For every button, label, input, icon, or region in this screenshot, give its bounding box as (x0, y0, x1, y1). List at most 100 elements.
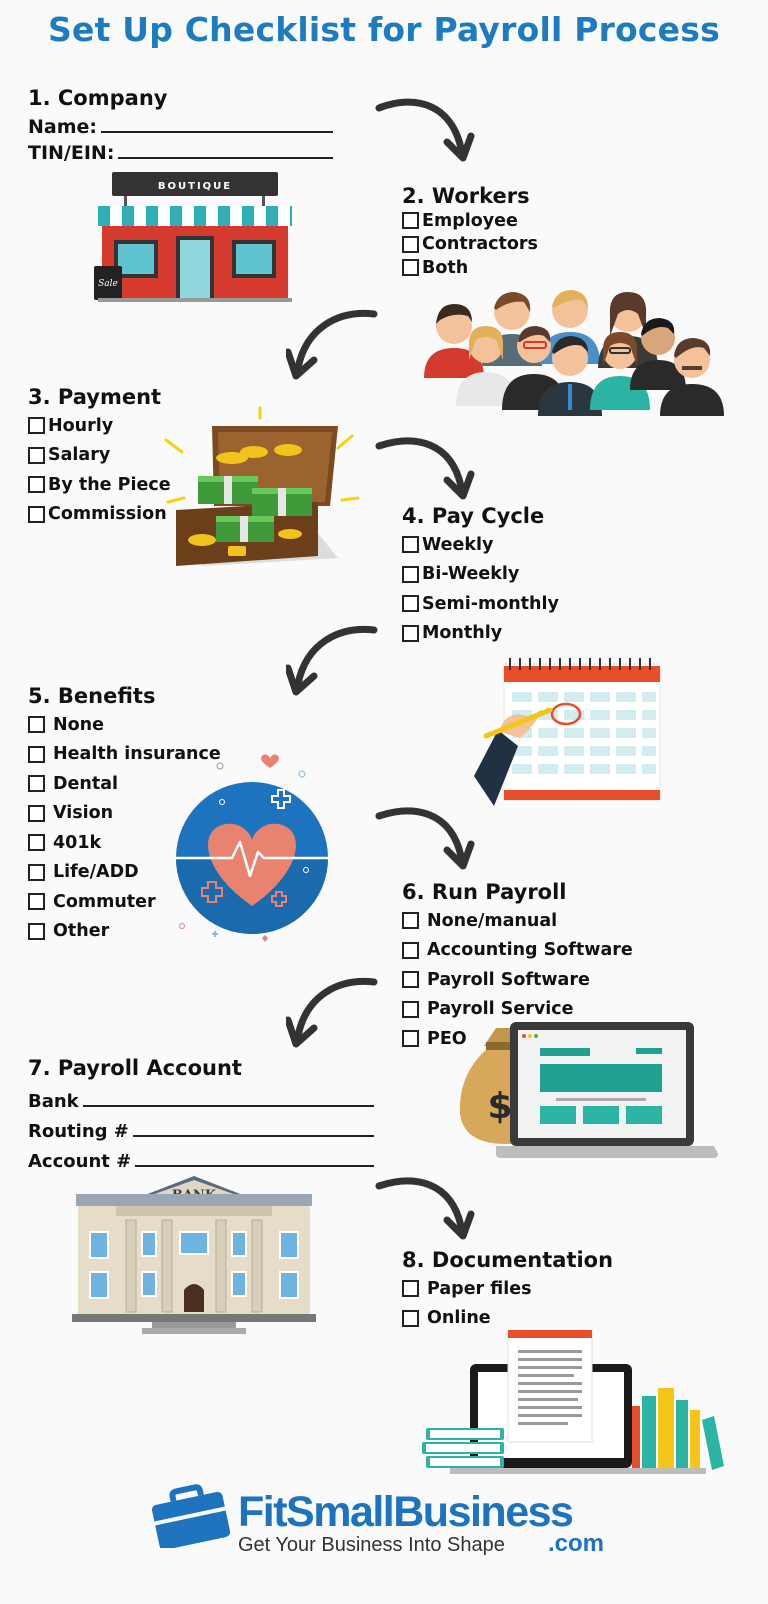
flow-arrow-left-icon (286, 625, 378, 696)
checkbox[interactable] (402, 941, 419, 959)
section-heading: 8. Documentation (402, 1248, 614, 1272)
checklist-item-dental[interactable]: Dental (28, 769, 221, 799)
checkbox[interactable] (28, 804, 45, 822)
checklist-item-commuter[interactable]: Commuter (28, 887, 221, 917)
checklist-item-peo[interactable]: PEO (402, 1024, 633, 1054)
checklist-item-both[interactable]: Both (402, 256, 538, 280)
checklist-item-life-add[interactable]: Life/ADD (28, 858, 221, 888)
section-heading: 3. Payment (28, 385, 162, 409)
item-label: Payroll Service (427, 999, 574, 1020)
checkbox[interactable] (402, 1280, 419, 1298)
checkbox[interactable] (402, 565, 419, 583)
checkbox[interactable] (28, 505, 45, 523)
checklist-item-online[interactable]: Online (402, 1304, 613, 1334)
checkbox[interactable] (402, 624, 419, 642)
checkbox[interactable] (28, 893, 45, 911)
checklist-item-salary[interactable]: Salary (28, 441, 171, 471)
section-pay-cycle: 4. Pay Cycle Weekly Bi-Weekly Semi-month… (402, 502, 559, 648)
checkbox[interactable] (402, 1309, 419, 1327)
item-label: Both (422, 257, 469, 278)
flow-arrow-left-icon (286, 309, 378, 380)
checklist-item-employee[interactable]: Employee (402, 209, 538, 233)
checklist-item-hourly[interactable]: Hourly (28, 411, 171, 441)
checklist-item-bi-weekly[interactable]: Bi-Weekly (402, 560, 559, 590)
logo-domain: .com (548, 1530, 605, 1557)
checklist-item-by-the-piece[interactable]: By the Piece (28, 470, 171, 500)
checklist-item-contractors[interactable]: Contractors (402, 233, 538, 257)
bank-field[interactable]: Bank (28, 1082, 374, 1112)
checkbox[interactable] (28, 922, 45, 940)
health-heart-illustration (176, 754, 328, 942)
checkbox[interactable] (402, 212, 419, 230)
field-label: Account # (28, 1151, 132, 1172)
storefront-illustration: BOUTIQUE Sale (94, 172, 292, 302)
checklist-item-commission[interactable]: Commission (28, 500, 171, 530)
item-label: None (53, 714, 104, 735)
checkbox[interactable] (28, 716, 45, 734)
checklist-item-none-manual[interactable]: None/manual (402, 906, 633, 936)
company-name-field[interactable]: Name: (28, 112, 333, 138)
checklist-item-paper-files[interactable]: Paper files (402, 1274, 613, 1304)
checkbox[interactable] (402, 971, 419, 989)
fill-line (135, 1165, 374, 1167)
item-label: Health insurance (53, 744, 221, 765)
checkbox[interactable] (402, 1000, 419, 1018)
section-payment: 3. Payment Hourly Salary By the Piece Co… (28, 383, 171, 529)
checkbox[interactable] (28, 417, 45, 435)
checkbox[interactable] (402, 259, 419, 277)
item-label: Hourly (48, 415, 114, 436)
fill-line (118, 157, 333, 159)
section-heading: 1. Company (28, 86, 168, 110)
item-label: PEO (427, 1028, 467, 1049)
checklist-item-semi-monthly[interactable]: Semi-monthly (402, 589, 559, 619)
checklist-item-accounting-software[interactable]: Accounting Software (402, 936, 633, 966)
section-workers: 2. Workers Employee Contractors Both (402, 182, 538, 280)
item-label: Salary (48, 445, 111, 466)
section-company: 1. Company Name: TIN/EIN: (28, 84, 333, 164)
routing-number-field[interactable]: Routing # (28, 1112, 374, 1142)
item-label: Monthly (422, 623, 503, 644)
logo-name: FitSmallBusiness (238, 1488, 574, 1536)
checklist-item-none[interactable]: None (28, 710, 221, 740)
checkbox[interactable] (402, 912, 419, 930)
checklist-item-monthly[interactable]: Monthly (402, 619, 559, 649)
section-payroll-account: 7. Payroll Account Bank Routing # Accoun… (28, 1054, 374, 1172)
item-label: Online (427, 1308, 491, 1329)
checkbox[interactable] (28, 834, 45, 852)
checkbox[interactable] (28, 775, 45, 793)
checklist-item-payroll-service[interactable]: Payroll Service (402, 995, 633, 1025)
logo-tagline: Get Your Business Into Shape (238, 1534, 505, 1556)
checkbox[interactable] (28, 476, 45, 494)
flow-arrow-right-icon (375, 98, 475, 162)
checkbox[interactable] (28, 446, 45, 464)
section-run-payroll: 6. Run Payroll None/manual Accounting So… (402, 878, 633, 1054)
checkbox[interactable] (402, 235, 419, 253)
checklist-item-401k[interactable]: 401k (28, 828, 221, 858)
checkbox[interactable] (402, 1030, 419, 1048)
flow-arrow-right-icon (375, 1177, 475, 1240)
checklist-item-other[interactable]: Other (28, 917, 221, 947)
fitsmallbusiness-logo[interactable]: FitSmallBusiness .com Get Your Business … (150, 1484, 620, 1584)
item-label: Bi-Weekly (422, 564, 520, 585)
account-number-field[interactable]: Account # (28, 1142, 374, 1172)
section-documentation: 8. Documentation Paper files Online (402, 1246, 613, 1333)
section-benefits: 5. Benefits None Health insurance Dental… (28, 682, 221, 946)
checklist-item-vision[interactable]: Vision (28, 799, 221, 829)
fill-line (101, 131, 333, 133)
checklist-item-health-insurance[interactable]: Health insurance (28, 740, 221, 770)
field-label: TIN/EIN: (28, 142, 115, 164)
checkbox[interactable] (402, 595, 419, 613)
checkbox[interactable] (28, 745, 45, 763)
tin-ein-field[interactable]: TIN/EIN: (28, 138, 333, 164)
section-heading: 5. Benefits (28, 684, 156, 708)
checklist-item-weekly[interactable]: Weekly (402, 530, 559, 560)
section-heading: 4. Pay Cycle (402, 504, 545, 528)
checkbox[interactable] (28, 863, 45, 881)
flow-arrow-right-icon (375, 437, 475, 500)
flow-arrow-left-icon (286, 977, 378, 1048)
bank-building-illustration: BANK (72, 1176, 316, 1334)
checkbox[interactable] (402, 536, 419, 554)
field-label: Bank (28, 1091, 79, 1112)
checklist-item-payroll-software[interactable]: Payroll Software (402, 965, 633, 995)
item-label: Paper files (427, 1278, 532, 1299)
